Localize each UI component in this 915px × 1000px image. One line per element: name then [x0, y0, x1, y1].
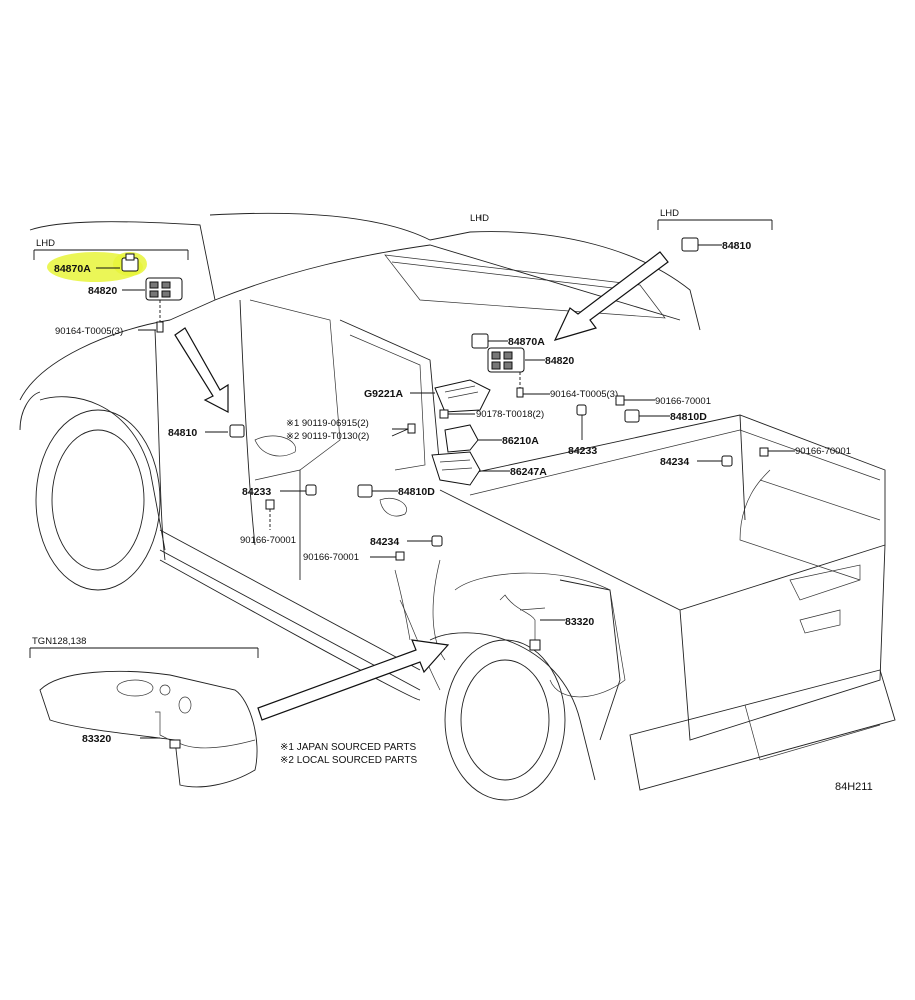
label-83320-tank[interactable]: 83320 — [82, 733, 111, 745]
label-84810-right[interactable]: 84810 — [722, 240, 751, 252]
arrow-to-center-switch — [553, 251, 669, 341]
label-84870A-left[interactable]: 84870A — [54, 263, 91, 275]
label-90166-left[interactable]: 90166-70001 — [240, 535, 296, 546]
lhd-left-label: LHD — [36, 238, 55, 249]
label-86247A[interactable]: 86247A — [510, 466, 547, 478]
lhd-center-label: LHD — [470, 213, 489, 224]
part-84820-left — [145, 277, 183, 301]
label-90166-center[interactable]: 90166-70001 — [303, 552, 359, 563]
label-84233-right[interactable]: 84233 — [568, 445, 597, 457]
part-90166-center — [395, 551, 405, 561]
label-84234-right[interactable]: 84234 — [660, 456, 689, 468]
part-90166-left — [265, 499, 275, 510]
fuel-tank-inset — [39, 670, 258, 788]
part-90164-left — [156, 321, 164, 333]
part-84810D-center — [357, 484, 373, 498]
label-90164-center[interactable]: 90164-T0005(3) — [550, 389, 618, 400]
part-84870A-left — [121, 253, 139, 272]
label-84810-left[interactable]: 84810 — [168, 427, 197, 439]
label-84870A-center[interactable]: 84870A — [508, 336, 545, 348]
part-83320-center — [499, 594, 546, 651]
arrow-to-fuel-tank — [257, 639, 450, 721]
diagram-code: 84H211 — [835, 781, 873, 793]
part-86210A — [444, 424, 479, 453]
part-84234-right — [721, 455, 733, 467]
label-84820-center[interactable]: 84820 — [545, 355, 574, 367]
part-84810D-right — [624, 409, 640, 423]
part-84234-center — [431, 535, 443, 547]
part-84820-center — [487, 347, 525, 373]
part-86247A — [431, 451, 481, 486]
lhd-right-label: LHD — [660, 208, 679, 219]
label-86210A[interactable]: 86210A — [502, 435, 539, 447]
part-90119 — [407, 423, 416, 434]
leader-note-parts — [391, 428, 409, 437]
label-G9221A[interactable]: G9221A — [364, 388, 404, 400]
part-90166-right-top — [615, 395, 625, 406]
label-84810D-right[interactable]: 84810D — [670, 411, 707, 423]
part-84870A-center — [471, 333, 489, 349]
label-83320-center[interactable]: 83320 — [565, 616, 594, 628]
part-84233-right — [576, 404, 587, 416]
door-handle-center — [379, 498, 407, 517]
label-note1-part[interactable]: ※1 90119-06915(2) — [286, 418, 369, 429]
tgn-label: TGN128,138 — [32, 636, 86, 647]
tgn-bracket: TGN128,138 — [29, 636, 259, 658]
part-90178 — [439, 409, 449, 419]
label-90166-right[interactable]: 90166-70001 — [795, 446, 851, 457]
part-90166-right — [759, 447, 769, 457]
truck-outline — [19, 212, 896, 801]
lhd-right-bracket: LHD — [657, 208, 773, 230]
part-90164-center — [516, 387, 524, 398]
label-90164-left[interactable]: 90164-T0005(3) — [55, 326, 123, 337]
label-90166-right-top[interactable]: 90166-70001 — [655, 396, 711, 407]
label-84233-left[interactable]: 84233 — [242, 486, 271, 498]
arrow-to-door-switch — [174, 327, 229, 413]
label-84234-center[interactable]: 84234 — [370, 536, 399, 548]
part-84810-left — [229, 424, 245, 438]
label-84820-left[interactable]: 84820 — [88, 285, 117, 297]
part-84810-right — [681, 237, 699, 252]
lhd-center-bracket: LHD — [470, 213, 489, 224]
note-local-sourced: ※2 LOCAL SOURCED PARTS — [280, 755, 417, 766]
note-japan-sourced: ※1 JAPAN SOURCED PARTS — [280, 742, 417, 753]
label-84810D-center[interactable]: 84810D — [398, 486, 435, 498]
part-G9221A — [434, 379, 491, 413]
lhd-left-bracket: LHD — [33, 238, 189, 260]
label-90178[interactable]: 90178-T0018(2) — [476, 409, 544, 420]
part-84233-left — [305, 484, 317, 496]
label-note2-part[interactable]: ※2 90119-T0130(2) — [286, 431, 369, 442]
